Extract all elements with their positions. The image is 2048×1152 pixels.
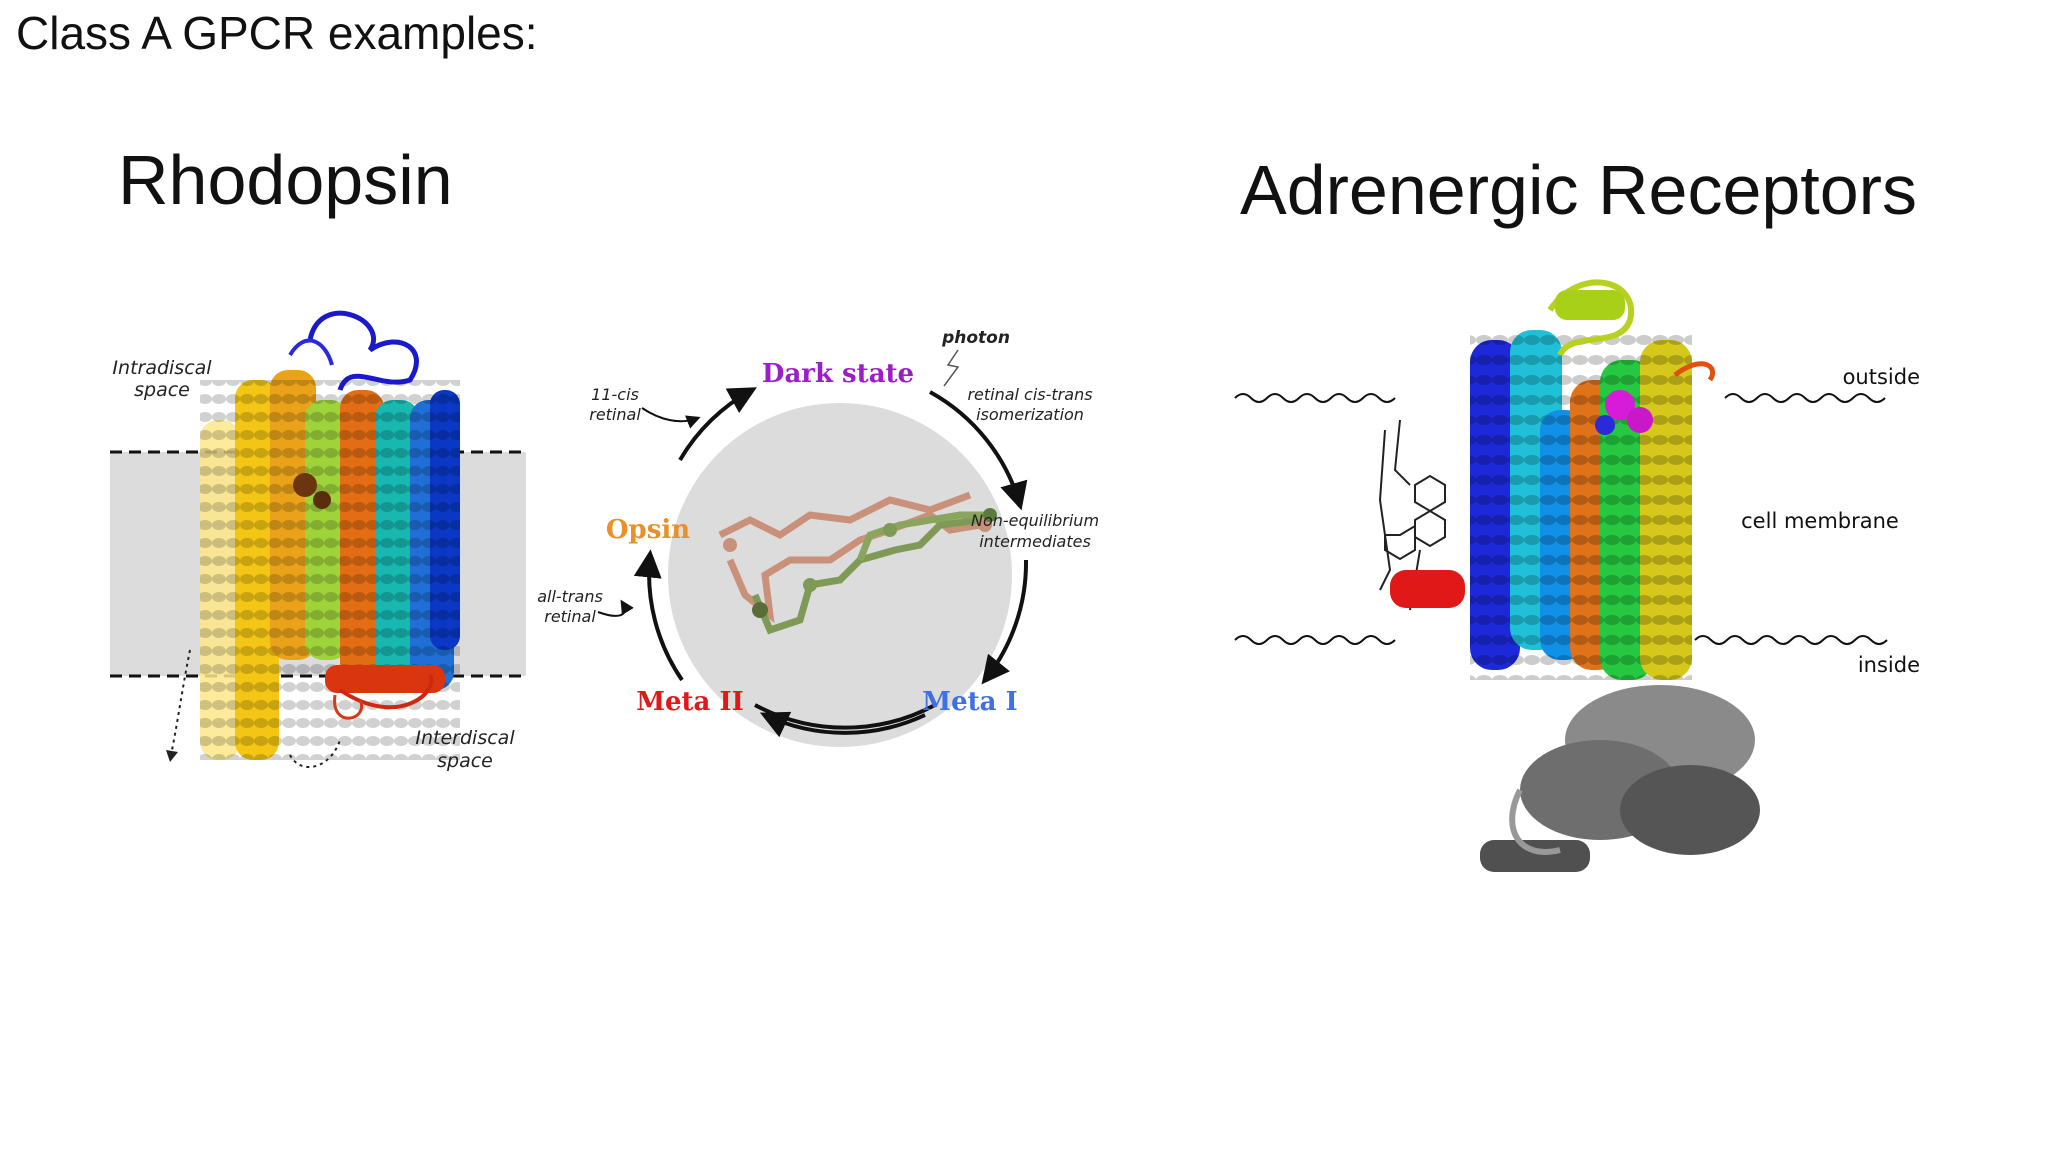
lightning-icon — [943, 349, 960, 387]
rhodopsin-helices — [200, 310, 460, 760]
rhodopsin-structure-figure: Intradiscal space Interdiscal space — [110, 310, 526, 772]
inside-label: inside — [1858, 653, 1920, 677]
intradiscal-label-line2: space — [134, 379, 190, 401]
interdiscal-label-line1: Interdiscal — [415, 727, 515, 749]
interdiscal-label-line2: space — [437, 750, 493, 772]
cell-membrane-label: cell membrane — [1741, 509, 1899, 533]
adrenergic-heading: Adrenergic Receptors — [1240, 151, 1917, 229]
photon-label: photon — [941, 328, 1010, 348]
outside-label: outside — [1843, 365, 1920, 389]
cis-retinal-label-line2: retinal — [589, 405, 641, 424]
adrenergic-helices — [1390, 279, 1715, 680]
state-opsin: Opsin — [606, 515, 690, 545]
photocycle-diagram: Dark state Meta I Meta II Opsin photon r… — [537, 328, 1099, 747]
trans-retinal-arrow — [597, 599, 634, 617]
cis-retinal-label-line1: 11-cis — [591, 385, 639, 404]
dotted-arrow-left — [171, 649, 191, 751]
nonequilibrium-label-line2: intermediates — [979, 532, 1091, 551]
g-protein — [1480, 685, 1760, 872]
slide-title: Class A GPCR examples: — [16, 7, 538, 59]
membrane-lines — [1234, 393, 1888, 645]
trans-retinal-label-line1: all-trans — [537, 587, 603, 606]
state-meta1: Meta I — [922, 687, 1017, 717]
cycle-arrows — [633, 387, 1029, 738]
retinal-molecule — [718, 491, 997, 635]
isomerization-label-line1: retinal cis-trans — [967, 385, 1092, 404]
adrenergic-receptor-figure: outside cell membrane inside — [1234, 279, 1920, 872]
nonequilibrium-label-line1: Non-equilibrium — [971, 511, 1099, 530]
intradiscal-label-line1: Intradiscal — [112, 357, 212, 379]
dotted-arrow-bottom — [289, 739, 341, 768]
state-dark: Dark state — [762, 359, 914, 389]
trans-retinal-label-line2: retinal — [544, 607, 596, 626]
cis-retinal-arrow — [641, 407, 701, 429]
isomerization-label-line2: isomerization — [976, 405, 1084, 424]
arrowhead-icon — [166, 750, 178, 762]
state-meta2: Meta II — [636, 687, 744, 717]
cycle-background — [668, 403, 1012, 747]
rhodopsin-heading: Rhodopsin — [118, 141, 453, 219]
